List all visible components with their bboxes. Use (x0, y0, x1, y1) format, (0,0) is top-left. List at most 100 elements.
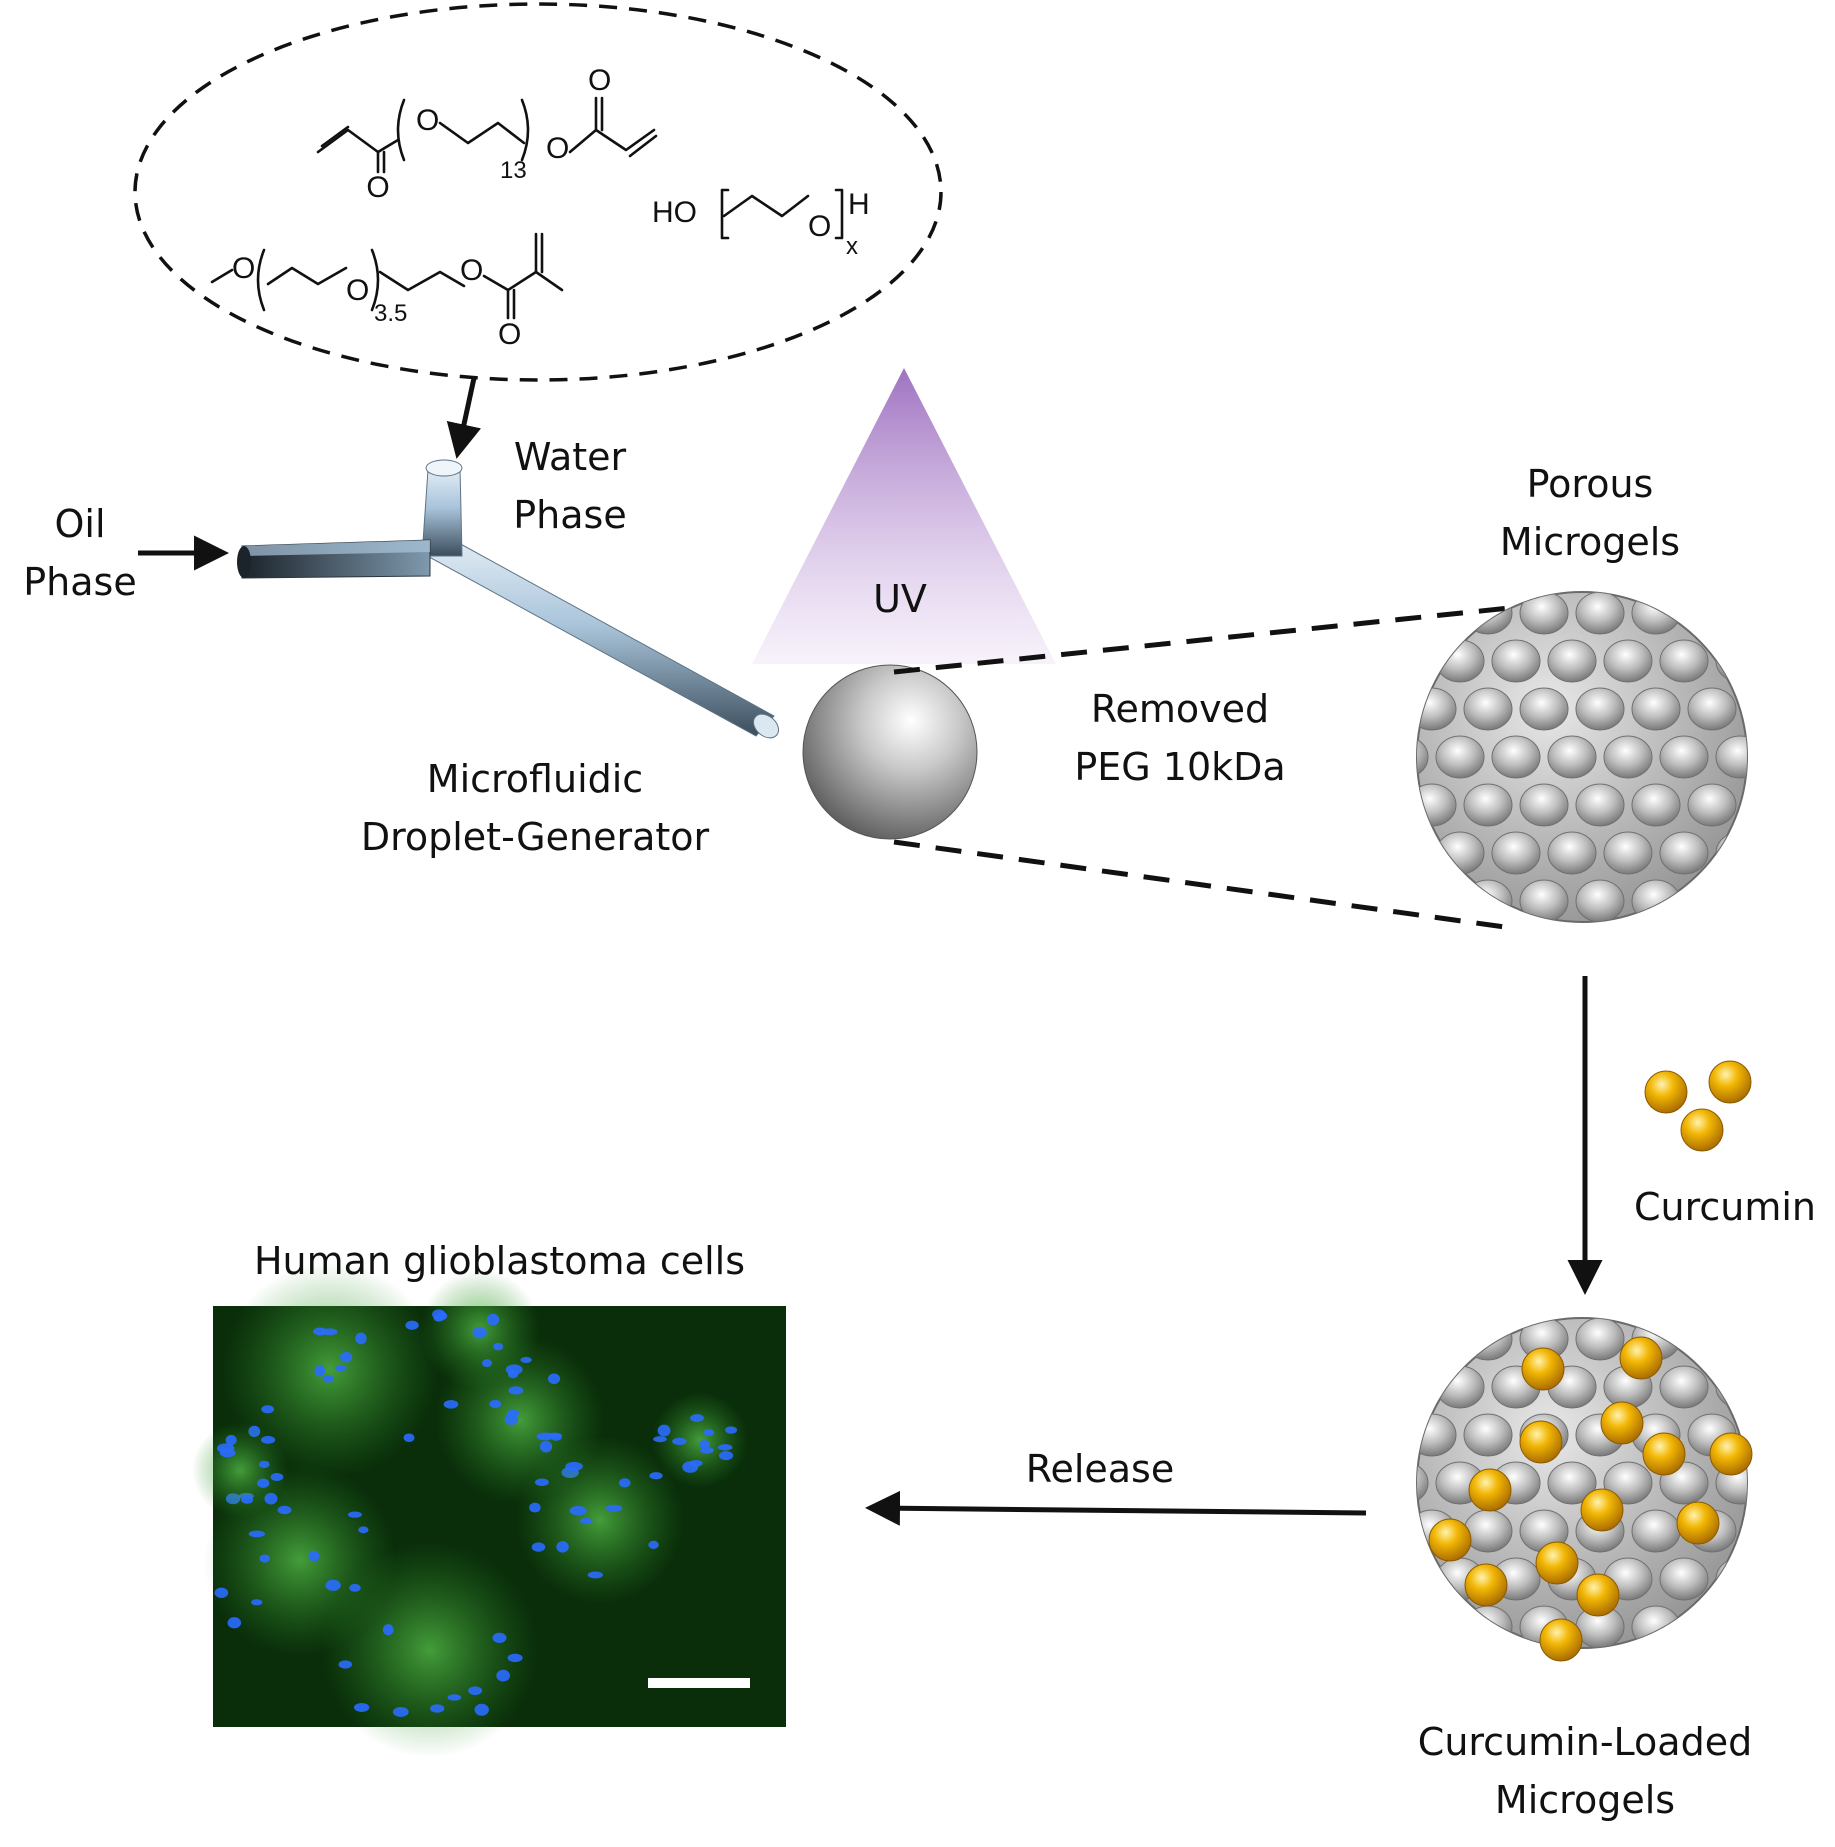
pore (1659, 1365, 1709, 1409)
pore (1800, 1318, 1835, 1360)
svg-text:O: O (346, 274, 369, 307)
cell-nucleus (486, 1313, 500, 1326)
pore (1463, 1509, 1513, 1553)
pore (1463, 783, 1513, 827)
pore (1575, 1318, 1625, 1361)
pore (1743, 1509, 1747, 1553)
pore (1687, 592, 1737, 635)
pore (1417, 1461, 1429, 1505)
pore (1324, 736, 1372, 778)
pore (1743, 687, 1747, 731)
porous-microgel (1324, 544, 1820, 970)
pore (1716, 1654, 1764, 1696)
cell-nucleus (534, 1478, 549, 1487)
monomer-feed-arrow (446, 377, 482, 459)
pore (1352, 1606, 1400, 1648)
pore (1492, 1654, 1540, 1696)
removed-peg-label: Removed PEG 10kDa (1074, 687, 1286, 789)
cell-nucleus (225, 1434, 237, 1446)
pore (1435, 735, 1485, 779)
pore (1743, 783, 1747, 827)
pore (1631, 1509, 1681, 1553)
cell-nucleus (520, 1356, 532, 1363)
pore (1324, 1654, 1372, 1696)
porous-microgels-label: Porous Microgels (1499, 462, 1681, 564)
pore (1631, 783, 1681, 827)
cell-nucleus (493, 1342, 504, 1351)
cytoplasm-glow (192, 1422, 288, 1518)
pore (1659, 639, 1709, 683)
pore (1660, 1270, 1708, 1312)
pore (1772, 1654, 1820, 1696)
cell-nucleus (531, 1542, 546, 1552)
release-label: Release (1025, 1447, 1175, 1491)
cell-nucleus (354, 1702, 370, 1712)
curcumin-particle (1428, 1518, 1472, 1562)
pore (1772, 640, 1820, 682)
pore (1660, 1654, 1708, 1696)
curcumin-particle (1468, 1468, 1512, 1512)
cell-nucleus (653, 1436, 667, 1443)
uv-label: UV (873, 577, 927, 621)
pore (1324, 928, 1372, 970)
pore (1687, 783, 1737, 827)
pore (1324, 1462, 1372, 1504)
cell-nucleus (718, 1450, 734, 1461)
pore (1417, 783, 1457, 827)
pore (1417, 1605, 1457, 1648)
cell-nucleus (507, 1653, 523, 1663)
pore (1547, 639, 1597, 683)
cell-nucleus (474, 1703, 489, 1716)
cell-nucleus (492, 1632, 507, 1643)
pore (1417, 735, 1429, 779)
pore (1417, 831, 1429, 875)
zoom-line-top (893, 601, 1549, 675)
svg-text:O: O (232, 252, 255, 285)
zoom-line-bottom (893, 839, 1513, 931)
cell-nucleus (270, 1472, 284, 1481)
pore (1716, 544, 1764, 586)
pore (1463, 1413, 1513, 1457)
cell-nucleus (335, 1365, 347, 1372)
cell-nucleus (405, 1320, 419, 1330)
cell-nucleus (505, 1364, 523, 1375)
pore (1547, 831, 1597, 875)
cell-nucleus (260, 1436, 276, 1444)
pore (1631, 592, 1681, 635)
pore (1687, 1605, 1737, 1648)
pore (1604, 1270, 1652, 1312)
svg-text:3.5: 3.5 (374, 300, 407, 327)
cell-nucleus (672, 1437, 687, 1446)
svg-text:x: x (846, 233, 858, 260)
curcumin-loaded-microgel (1324, 1270, 1835, 1696)
cell-nucleus (313, 1327, 328, 1336)
pore (1687, 687, 1737, 731)
water-phase-label: Water Phase (513, 435, 627, 537)
pore (1417, 1318, 1457, 1361)
curcumin-particle (1535, 1541, 1579, 1585)
cell-nucleus (403, 1433, 415, 1442)
pore (1772, 1462, 1820, 1504)
cell-nucleus (248, 1530, 266, 1538)
curcumin-label: Curcumin (1633, 1185, 1817, 1229)
pore (1604, 928, 1652, 970)
curcumin-particle (1519, 1420, 1563, 1464)
pore (1687, 1318, 1737, 1361)
pore (1492, 1270, 1540, 1312)
pore (1547, 1461, 1597, 1505)
cell-nucleus (314, 1365, 326, 1377)
pore (1772, 1558, 1820, 1600)
pore (1716, 928, 1764, 970)
pore (1435, 639, 1485, 683)
pore (1631, 1605, 1681, 1648)
cell-nucleus (382, 1624, 394, 1636)
pore (1491, 735, 1541, 779)
cell-nucleus (308, 1550, 320, 1562)
cell-nucleus (496, 1669, 510, 1682)
pore (1417, 1413, 1457, 1457)
curcumin-loaded-label: Curcumin-Loaded Microgels (1417, 1720, 1753, 1822)
peg-structure: HO O x H (652, 188, 870, 260)
cell-nucleus (468, 1686, 483, 1696)
svg-text:O: O (546, 132, 569, 165)
cell-nucleus (430, 1704, 445, 1713)
